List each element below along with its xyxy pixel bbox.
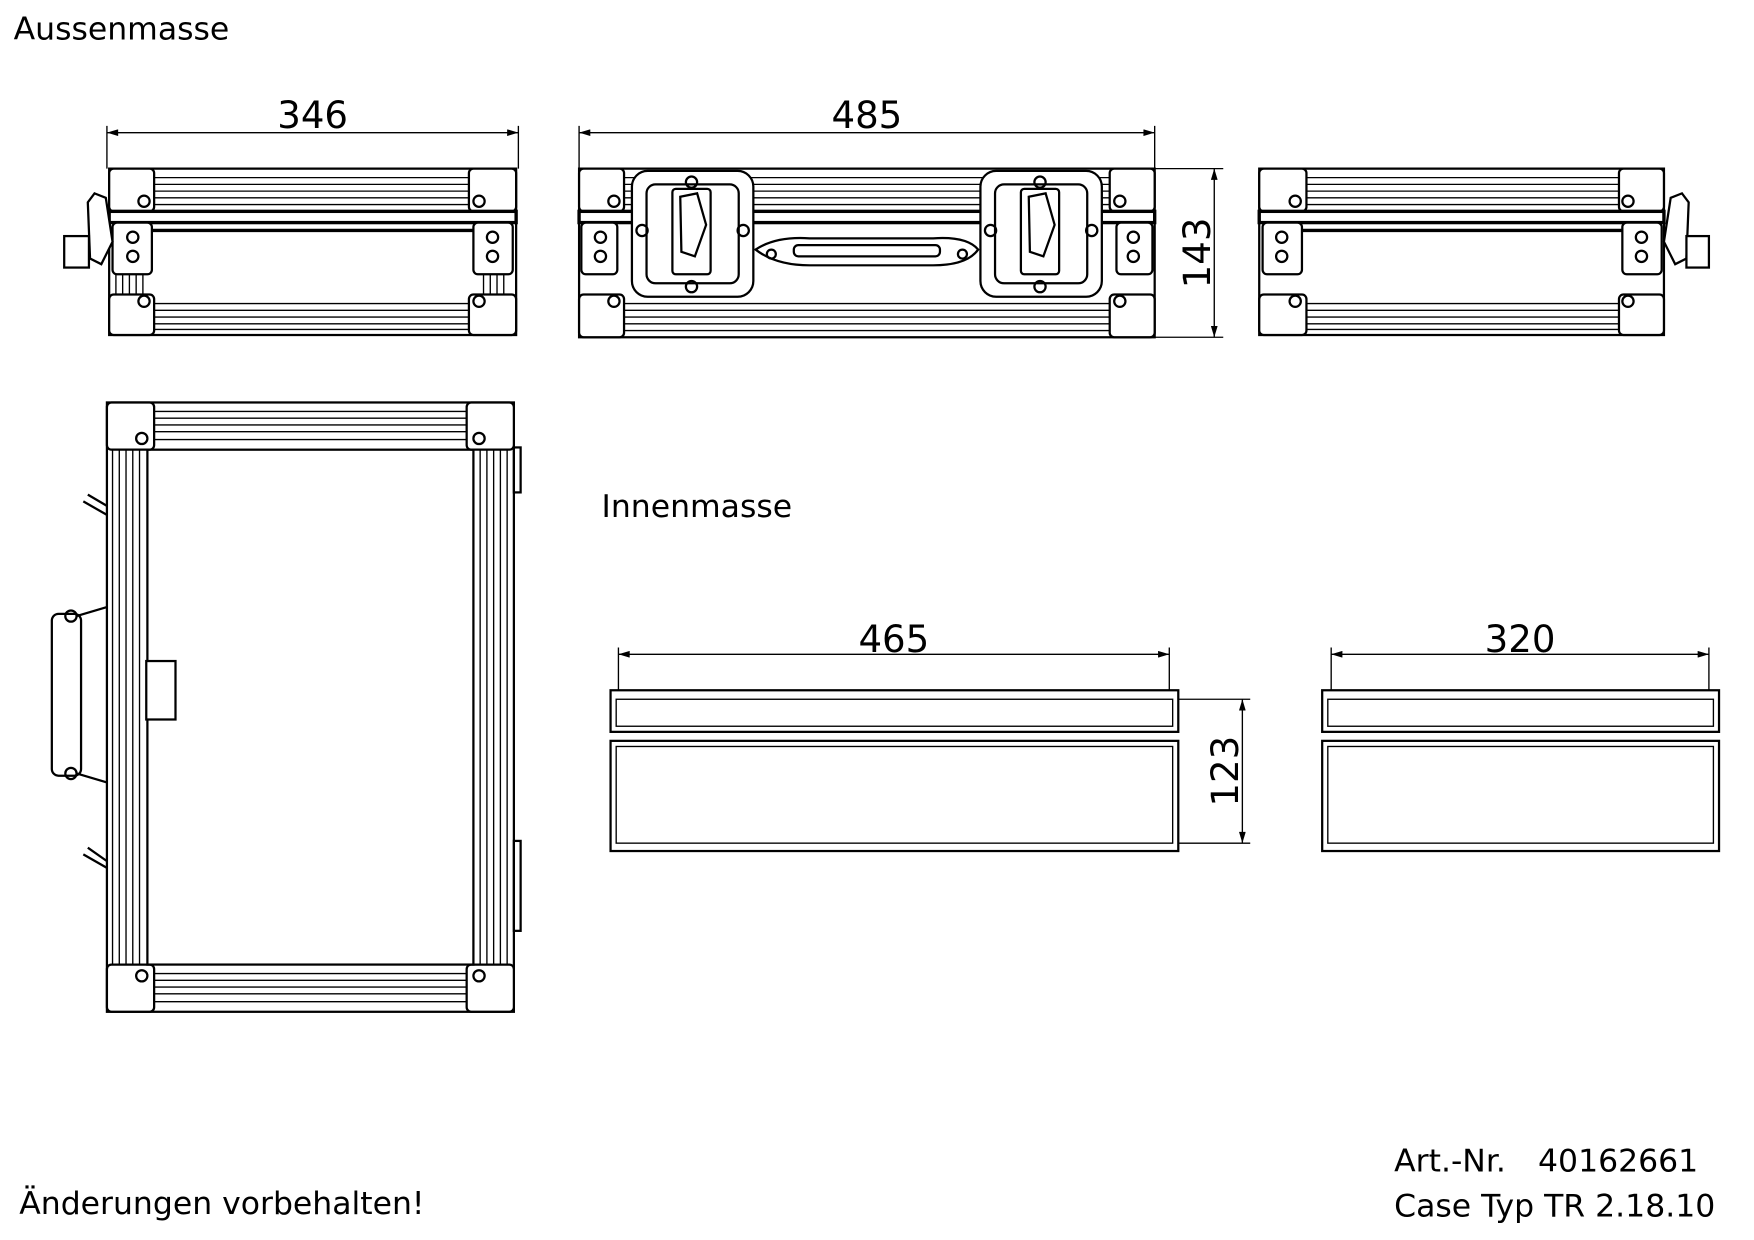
profile-rail-bottom — [1306, 302, 1619, 331]
closure-band — [577, 209, 1157, 225]
profile-rail-top — [154, 176, 469, 206]
profile-rail-bottom — [154, 972, 467, 1003]
latch-plate-right — [979, 169, 1103, 298]
profile-rail-vertical — [115, 274, 505, 295]
dimension-height-outer: 143 — [1154, 167, 1224, 338]
profile-rail-top — [1306, 176, 1619, 206]
profile-rail-left — [111, 449, 149, 965]
carry-handle-icon — [753, 236, 980, 267]
hinge-top — [512, 446, 522, 494]
heading-outer-dimensions: Aussenmasse — [14, 11, 230, 47]
corner-bottom-left — [108, 293, 156, 337]
rivets — [126, 194, 500, 309]
dimension-label: 143 — [1176, 218, 1219, 289]
latch-lock — [63, 234, 91, 269]
disclaimer-text: Änderungen vorbehalten! — [19, 1184, 424, 1222]
heading-inner-dimensions: Innenmasse — [602, 489, 793, 525]
case-side-view-left — [63, 167, 518, 337]
butterfly-latch-icon — [679, 192, 708, 258]
profile-rail-top — [154, 410, 467, 441]
bracket-right — [1621, 221, 1663, 276]
hinge-bottom — [512, 839, 522, 932]
profile-rail-top — [624, 176, 1110, 206]
dimension-width-inner: 465 — [617, 618, 1170, 691]
dimension-height-inner: 123 — [1178, 698, 1251, 844]
dimension-label: 320 — [1485, 618, 1556, 661]
case-front-view — [577, 167, 1157, 339]
rivets — [593, 194, 1141, 309]
corner-bottom-left — [105, 963, 156, 1013]
corner-top-left — [105, 401, 156, 451]
corner-bottom-right — [1108, 293, 1156, 339]
case-outline — [108, 167, 518, 337]
inner-side-view — [1321, 689, 1721, 853]
rivets — [1274, 194, 1649, 309]
dimension-width-outer: 485 — [578, 94, 1156, 169]
inner-body — [1321, 739, 1721, 853]
profile-rail-right — [472, 449, 508, 965]
dimension-depth-outer: 346 — [106, 94, 520, 169]
dimension-depth-inner: 320 — [1330, 618, 1710, 691]
case-type: Case Typ TR 2.18.10 — [1394, 1188, 1715, 1224]
profile-rail-bottom — [624, 302, 1110, 332]
dimension-label: 346 — [277, 94, 348, 137]
latch-side-profile — [82, 493, 108, 869]
latch-icon — [1662, 191, 1690, 266]
article-label: Art.-Nr. — [1394, 1143, 1506, 1179]
inner-lid — [1321, 689, 1721, 733]
bracket-left — [1261, 221, 1304, 276]
case-outline — [1258, 167, 1666, 337]
latch-lock — [1685, 234, 1711, 269]
article-number: 40162661 — [1538, 1143, 1698, 1179]
case-outline — [105, 401, 516, 1013]
butterfly-latch-icon — [1027, 192, 1056, 258]
corner-top-right — [1617, 167, 1666, 213]
case-top-view — [50, 401, 522, 1013]
lid-panel — [146, 448, 475, 966]
corner-bottom-right — [1617, 293, 1666, 337]
inner-lid — [609, 689, 1180, 733]
latch-icon — [86, 191, 114, 266]
closure-band — [1257, 209, 1666, 225]
latch-top-view — [145, 659, 177, 721]
bracket-right — [472, 221, 514, 276]
corner-bottom-right — [467, 293, 518, 337]
dimension-label: 465 — [858, 618, 929, 661]
case-outline — [577, 167, 1156, 339]
bracket-left — [580, 221, 619, 276]
dimension-label: 123 — [1204, 736, 1247, 807]
bracket-left — [111, 221, 154, 276]
corner-bottom-left — [1258, 293, 1308, 337]
inner-front-view — [609, 689, 1180, 853]
corner-bottom-left — [577, 293, 626, 339]
latch-plate-left — [630, 169, 755, 298]
closure-band — [107, 209, 518, 225]
case-side-view-right — [1257, 167, 1711, 337]
profile-rail-bottom — [154, 302, 469, 331]
inner-body — [609, 739, 1180, 853]
corner-top-right — [465, 401, 516, 451]
bracket-right — [1115, 221, 1154, 276]
dimension-label: 485 — [831, 94, 902, 137]
corner-bottom-right — [465, 963, 516, 1013]
rivets — [135, 431, 486, 983]
side-handle-icon — [50, 605, 108, 784]
